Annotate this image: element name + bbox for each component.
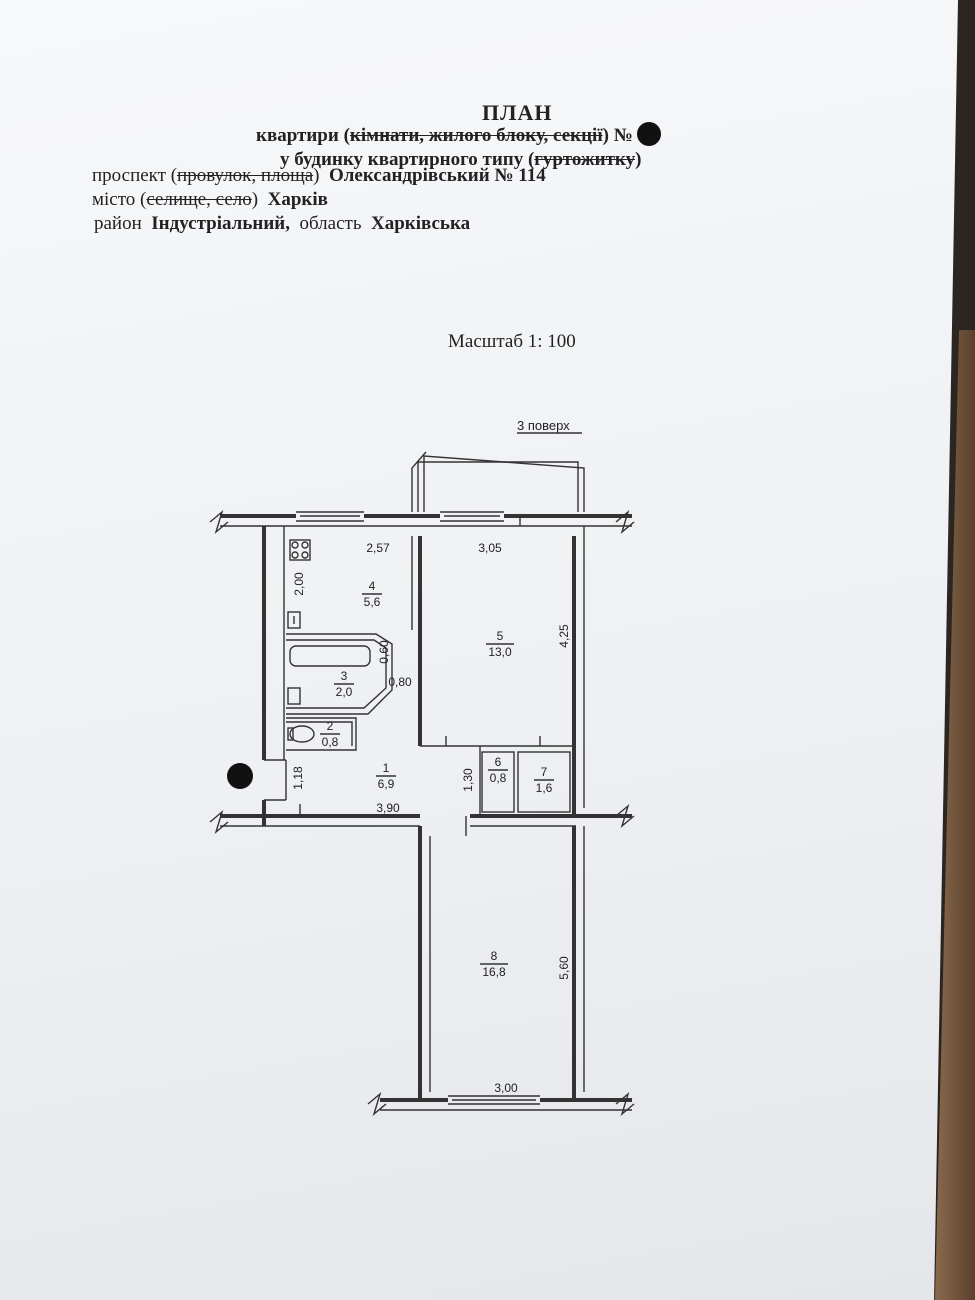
room-number: 6 — [495, 755, 502, 769]
dimension-label: 2,00 — [292, 572, 306, 596]
top-wall — [209, 509, 635, 535]
room-area: 5,6 — [364, 595, 381, 609]
dimension-label: 3,05 — [478, 541, 502, 555]
region-value: Харківська — [370, 213, 471, 234]
room-number: 3 — [341, 669, 348, 683]
room-number: 4 — [369, 579, 376, 593]
header-line-3: проспект (провулок, площа) Олександрівсь… — [92, 165, 546, 187]
text: ) — [313, 165, 320, 186]
header-line-5: район Індустріальний, область Харківська — [94, 213, 470, 235]
room-4-label: 4 5,6 — [362, 579, 382, 609]
room-area: 0,8 — [322, 735, 339, 749]
text: у будинку квартирного типу ( — [280, 149, 535, 170]
washbasin-icon — [287, 687, 301, 705]
room-area: 1,6 — [536, 781, 553, 795]
dimension-label: 1,18 — [291, 766, 305, 790]
dimension-label: 3,00 — [494, 1081, 518, 1095]
struck-text: селище, село — [146, 189, 252, 210]
floor-label: 3 поверх — [517, 418, 570, 433]
balcony — [411, 451, 585, 512]
room-number: 7 — [541, 765, 548, 779]
sink-icon — [287, 611, 301, 629]
struck-text: гуртожитку — [534, 149, 636, 170]
room-number: 5 — [497, 629, 504, 643]
left-wall — [262, 526, 287, 826]
dimension-label: 1,30 — [461, 768, 475, 792]
district-value: Індустріальний, — [151, 213, 290, 234]
room-2-label: 2 0,8 — [320, 719, 340, 749]
room-5-label: 5 13,0 — [486, 629, 514, 659]
struck-text: кімнати, жилого блоку, секції — [349, 125, 603, 146]
stove-icon — [289, 539, 311, 561]
room-area: 0,8 — [490, 771, 507, 785]
room-number: 8 — [491, 949, 498, 963]
dimension-label: 3,90 — [376, 801, 400, 815]
text: ) — [635, 149, 642, 170]
street-value: Олександрівський № 114 — [328, 165, 546, 186]
dimension-label: 0,60 — [377, 640, 391, 664]
text: область — [299, 213, 362, 234]
room-number: 2 — [327, 719, 334, 733]
dimension-label: 5,60 — [557, 956, 571, 980]
header-line-1: квартири (кімнати, жилого блоку, секції)… — [256, 122, 661, 147]
header-line-2: у будинку квартирного типу (гуртожитку) — [280, 149, 641, 171]
text: квартири ( — [256, 125, 350, 146]
dimension-label: 2,57 — [366, 541, 390, 555]
city-value: Харків — [267, 189, 328, 210]
room-area: 16,8 — [482, 965, 506, 979]
interior-walls — [209, 514, 635, 836]
room-7-label: 7 1,6 — [534, 765, 554, 795]
header-line-4: місто (селище, село) Харків — [92, 189, 328, 211]
dimension-label: 4,25 — [557, 624, 571, 648]
room-area: 13,0 — [488, 645, 512, 659]
window-hatches — [300, 515, 536, 1101]
struck-text: провулок, площа — [177, 165, 314, 186]
toilet-icon — [287, 725, 315, 743]
text: ) — [251, 189, 259, 210]
room-3-label: 3 2,0 — [334, 669, 354, 699]
scale-label: Масштаб 1: 100 — [448, 331, 576, 352]
text: район — [94, 213, 142, 234]
text: місто ( — [92, 189, 147, 210]
redaction-dot — [227, 763, 253, 789]
text: ) № — [602, 125, 633, 146]
bathtub-icon — [289, 645, 371, 667]
room-6-label: 6 0,8 — [488, 755, 508, 785]
document-title: ПЛАН — [482, 100, 553, 125]
dimension-label: 0,80 — [388, 675, 412, 689]
room-number: 1 — [383, 761, 390, 775]
redaction-dot — [636, 122, 661, 146]
room-1-label: 1 6,9 — [376, 761, 396, 791]
text: проспект ( — [92, 165, 178, 186]
room-area: 2,0 — [336, 685, 353, 699]
room-area: 6,9 — [378, 777, 395, 791]
room-8-label: 8 16,8 — [480, 949, 508, 979]
room-8-walls — [367, 826, 635, 1117]
